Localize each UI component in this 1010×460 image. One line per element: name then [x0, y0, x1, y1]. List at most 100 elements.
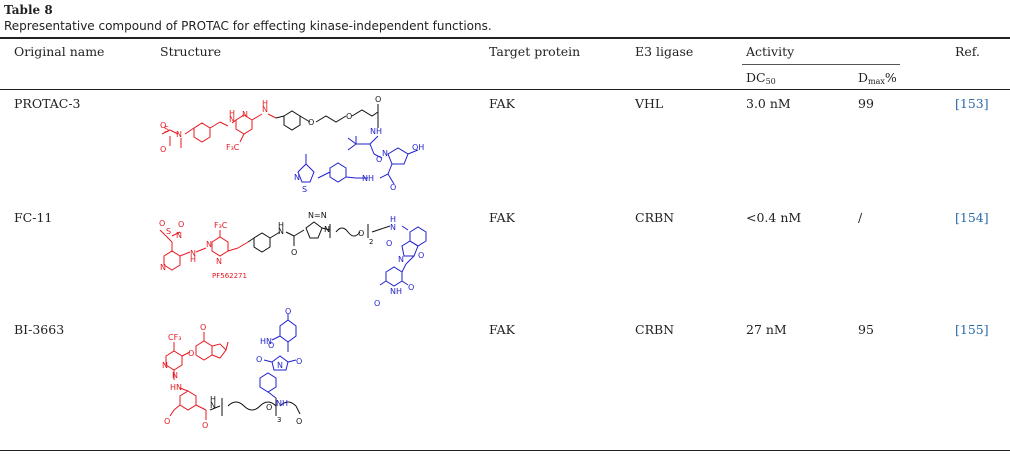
label-n: N [162, 361, 168, 370]
row-1-ref-link[interactable]: [153] [955, 96, 989, 111]
header-original-name: Original name [14, 44, 105, 59]
row-3-name: BI-3663 [14, 322, 65, 337]
row-3-dmax: 95 [858, 322, 874, 337]
row-1-name: PROTAC-3 [14, 96, 81, 111]
top-rule [0, 37, 1010, 39]
label-o: O [178, 220, 184, 229]
row-1-target: FAK [489, 96, 515, 111]
table-caption: Table 8 Representative compound of PROTA… [4, 2, 1004, 34]
label-s: S [166, 227, 171, 236]
label-n: N [242, 110, 248, 119]
header-dc50: DC50 [746, 70, 776, 90]
label-cf3: CF₃ [168, 333, 181, 342]
label-n: N [324, 225, 330, 234]
header-dmax: Dmax% [858, 70, 897, 90]
bi-3663-structure: CF₃ N N O O HN O O N H O 3 O O HN O N [162, 307, 302, 430]
label-h: H [210, 395, 216, 404]
table-caption-text: Representative compound of PROTAC for ef… [4, 19, 492, 33]
row-2-ref-link[interactable]: [154] [955, 210, 989, 225]
dc50-main: DC [746, 70, 766, 85]
row-3-e3: CRBN [635, 322, 675, 337]
label-n: N [210, 401, 216, 410]
row-2-target: FAK [489, 210, 515, 225]
dc50-sub: 50 [765, 77, 776, 86]
label-o: O [202, 421, 208, 430]
label-subscript-3: 3 [277, 416, 281, 424]
label-subscript-2: 2 [369, 238, 373, 246]
label-o: O [164, 417, 170, 426]
row-1-e3: VHL [635, 96, 664, 111]
label-o: O [346, 112, 352, 121]
label-h: H [190, 255, 196, 264]
label-n-n: N=N [308, 211, 327, 220]
header-ref: Ref. [955, 44, 980, 59]
label-s: S [164, 125, 169, 134]
header-activity: Activity [746, 44, 795, 59]
label-o: O [386, 239, 392, 248]
row-1-dc50: 3.0 nM [746, 96, 791, 111]
dmax-sub: max [868, 77, 885, 86]
label-nh: NH [362, 174, 374, 183]
label-cf3: F₃C [226, 143, 240, 152]
label-o: O [375, 95, 381, 104]
activity-subrule [742, 64, 900, 65]
row-3-target: FAK [489, 322, 515, 337]
label-n: N [262, 105, 268, 114]
label-o: O [296, 417, 302, 426]
label-o: O [418, 251, 424, 260]
label-n: N [160, 263, 166, 272]
bottom-rule [0, 450, 1010, 451]
label-n: N [390, 223, 396, 232]
label-n: N [176, 130, 182, 139]
header-structure: Structure [160, 44, 222, 59]
label-o: O [291, 248, 297, 257]
fc-11-structure: O S N O N N H F₃C N N PF562271 N H O N=N… [159, 211, 427, 308]
label-o: O [200, 323, 206, 332]
header-target-protein: Target protein [489, 44, 581, 59]
label-o: O [266, 403, 272, 412]
label-nh: NH [276, 399, 288, 408]
label-o: O [160, 121, 166, 130]
label-hn: HN [170, 383, 182, 392]
label-o: O [296, 357, 302, 366]
table-label: Table 8 [4, 3, 53, 17]
label-o: O [358, 229, 364, 238]
row-2-e3: CRBN [635, 210, 675, 225]
label-o: O [188, 349, 194, 358]
label-o: O [408, 283, 414, 292]
label-o: O [159, 219, 165, 228]
label-n: N [176, 231, 182, 240]
label-o: O [268, 341, 274, 350]
label-nh: NH [370, 127, 382, 136]
label-o: O [376, 155, 382, 164]
label-o: O [160, 145, 166, 154]
label-o: O [308, 118, 314, 127]
label-n: N [294, 173, 300, 182]
label-n: N [229, 115, 235, 124]
label-h: H [229, 109, 235, 118]
label-o: O [256, 355, 262, 364]
label-h: H [262, 99, 268, 108]
header-e3-ligase: E3 ligase [635, 44, 694, 59]
label-n: N [278, 227, 284, 236]
dmax-suffix: % [884, 70, 897, 85]
row-2-dmax: / [858, 210, 863, 225]
label-pf562271: PF562271 [212, 272, 247, 280]
label-n: N [190, 249, 196, 258]
row-1-dmax: 99 [858, 96, 874, 111]
label-nh: NH [390, 287, 402, 296]
label-h: H [390, 215, 396, 224]
row-3-dc50: 27 nM [746, 322, 787, 337]
label-n: N [382, 149, 388, 158]
dmax-main: D [858, 70, 869, 85]
row-3-ref-link[interactable]: [155] [955, 322, 989, 337]
label-n: N [398, 255, 404, 264]
label-o: O [374, 299, 380, 308]
label-hn: HN [260, 337, 272, 346]
header-rule [0, 89, 1010, 90]
label-n: N [206, 240, 212, 249]
label-o: O [285, 307, 291, 316]
label-n: N [216, 257, 222, 266]
label-cf3: F₃C [214, 221, 228, 230]
row-2-name: FC-11 [14, 210, 53, 225]
